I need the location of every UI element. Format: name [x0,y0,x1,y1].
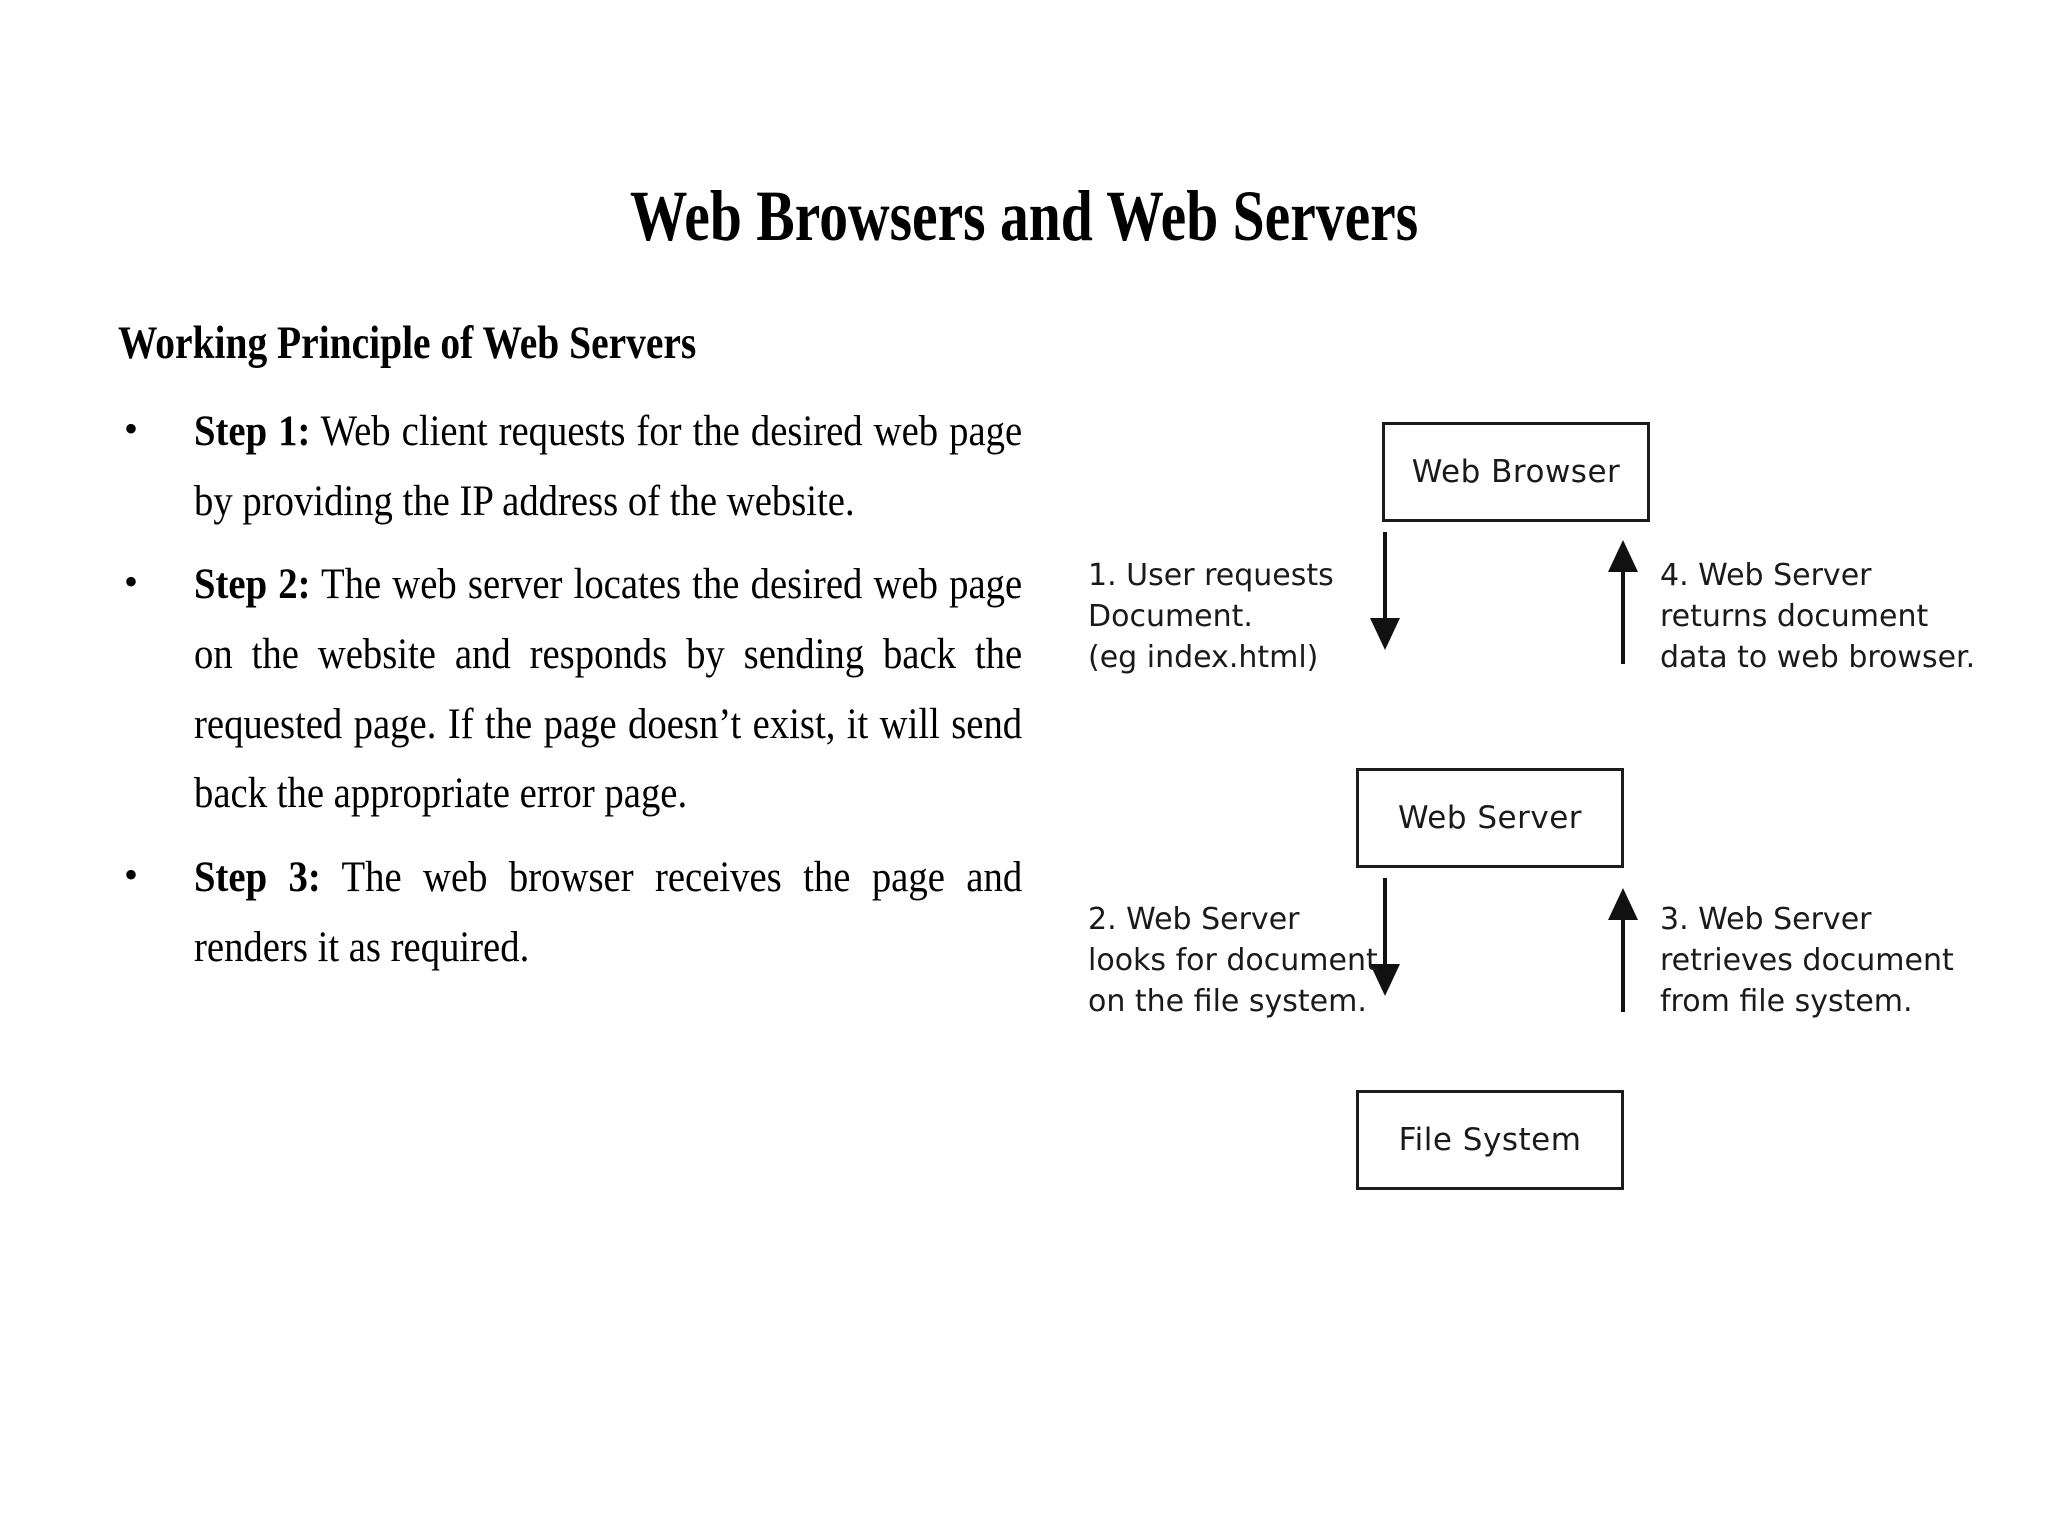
diagram-node-web-browser-label: Web Browser [1411,454,1621,490]
step-3-body: The web browser receives the page and re… [194,853,1023,971]
arrow-up-icon [1608,540,1638,572]
steps-list: • Step 1: Web client requests for the de… [118,397,1023,982]
diagram-node-web-browser: Web Browser [1382,422,1650,522]
diagram-node-web-server: Web Server [1356,768,1624,868]
arrow-down-icon [1370,964,1400,996]
step-1-body: Web client requests for the desired web … [194,408,1023,525]
arrow-down-icon [1370,618,1400,650]
diagram-note-step-1: 1. User requests Document. (eg index.htm… [1088,558,1334,675]
diagram-node-file-system: File System [1356,1090,1624,1190]
bullet-point-icon: • [124,851,139,897]
diagram-note-step-2: 2. Web Server looks for document on the … [1088,902,1378,1019]
arrow-up-icon [1608,888,1638,920]
step-2-body: The web server locates the desired web p… [194,561,1023,818]
page-title: Web Browsers and Web Servers [629,176,1419,257]
arrow-down-browser-to-server-stem [1383,532,1387,622]
step-1-text: Step 1: Web client requests for the desi… [194,397,1022,536]
diagram-note-step-4: 4. Web Server returns document data to w… [1660,558,1976,675]
step-2-text: Step 2: The web server locates the desir… [194,550,1022,829]
arrow-up-server-to-browser-stem [1621,572,1625,664]
list-item-step-1: • Step 1: Web client requests for the de… [118,397,1023,536]
step-2-label: Step 2: [194,561,311,609]
web-request-flow-diagram: Web Browser Web Server File System 1. Us… [1060,300,2020,1260]
bullet-point-icon: • [124,559,139,605]
step-1-label: Step 1: [194,408,311,455]
diagram-node-file-system-label: File System [1398,1122,1582,1158]
step-3-text: Step 3: The web browser receives the pag… [194,843,1022,982]
list-item-step-2: • Step 2: The web server locates the des… [118,550,1023,829]
arrow-down-server-to-filesystem-stem [1383,878,1387,968]
arrow-up-filesystem-to-server-stem [1621,920,1625,1012]
list-item-step-3: • Step 3: The web browser receives the p… [118,843,1023,982]
section-subheading: Working Principle of Web Servers [118,317,697,369]
diagram-note-step-3: 3. Web Server retrieves document from fi… [1660,902,1954,1019]
step-3-label: Step 3: [194,853,321,901]
diagram-node-web-server-label: Web Server [1397,800,1583,836]
content-column: Working Principle of Web Servers • Step … [118,320,1023,996]
bullet-point-icon: • [124,406,139,451]
